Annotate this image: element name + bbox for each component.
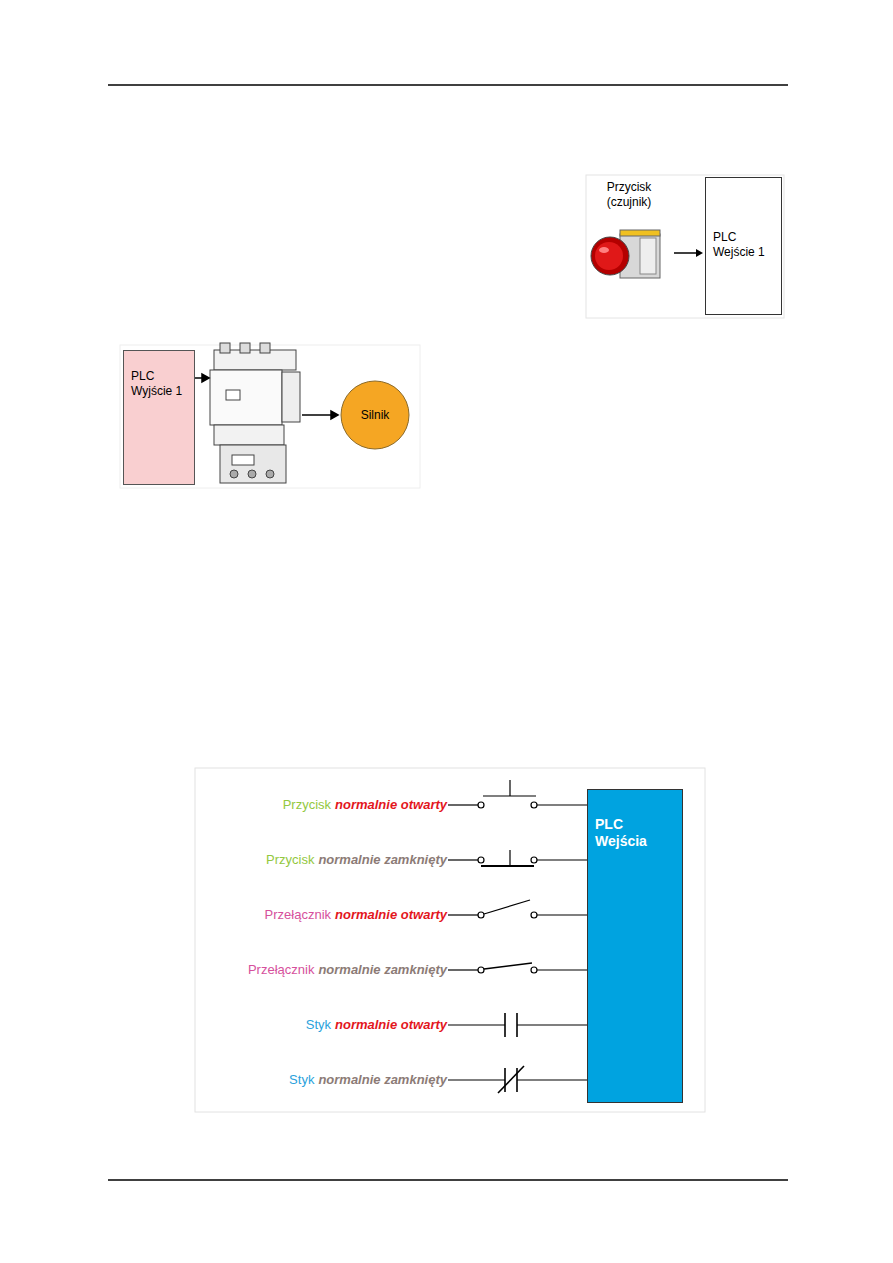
motor-circle: Silnik	[340, 380, 410, 450]
input-row-label: Przełącznik normalnie zamknięty	[248, 962, 447, 978]
button-cap	[595, 242, 623, 270]
node-label: PLC Wejście 1	[713, 230, 775, 260]
pushbutton-illustration	[590, 216, 668, 296]
input-row-label: Styk normalnie zamknięty	[289, 1072, 447, 1088]
header-rule	[108, 84, 788, 85]
contact-type: normalnie zamknięty	[318, 962, 447, 977]
contact-type: normalnie zamknięty	[318, 852, 447, 867]
pushbutton-sensor: Przycisk (czujnik)	[590, 180, 672, 310]
arrow-line	[674, 252, 697, 254]
contact-type: normalnie zamknięty	[318, 1072, 447, 1087]
nc-contact-symbol	[448, 1066, 588, 1093]
device-name: Przycisk	[266, 852, 314, 867]
plc-box: PLC Wejścia	[587, 789, 683, 1103]
input-row-label: Styk normalnie otwarty	[306, 1017, 447, 1033]
page-rules	[108, 85, 788, 1180]
device-name: Przycisk	[283, 797, 331, 812]
input-row-label: Przełącznik normalnie otwarty	[265, 907, 447, 923]
nc-switch-symbol	[448, 963, 588, 973]
node-label: Przycisk (czujnik)	[590, 180, 668, 210]
signal-arrow	[674, 249, 703, 257]
input-row-label: Przycisk normalnie zamknięty	[266, 852, 447, 868]
diagram-frame	[195, 768, 705, 1112]
plc-box: PLC Wyjście 1	[123, 350, 195, 485]
node-label: PLC Wejścia	[595, 816, 655, 850]
contactor-illustration	[210, 343, 300, 483]
input-symbols	[448, 780, 588, 1093]
image-frame	[120, 345, 420, 488]
no-pushbutton-symbol	[448, 780, 588, 808]
flow-arrows	[195, 374, 338, 419]
button-block	[640, 238, 656, 274]
contact-type: normalnie otwarty	[335, 797, 447, 812]
device-name: Przełącznik	[248, 962, 314, 977]
node-label: PLC Wyjście 1	[131, 369, 191, 399]
no-contact-symbol	[448, 1013, 588, 1037]
nc-pushbutton-symbol	[448, 850, 588, 866]
contact-type: normalnie otwarty	[335, 1017, 447, 1032]
plc-box: PLC Wejście 1	[705, 177, 782, 315]
contact-type: normalnie otwarty	[335, 907, 447, 922]
arrow-head	[696, 249, 703, 257]
no-switch-symbol	[448, 900, 588, 918]
node-label: Silnik	[361, 408, 390, 423]
image-frame	[586, 175, 784, 318]
footer-rule	[108, 1179, 788, 1180]
button-shine	[599, 247, 609, 253]
motor-circle-fill	[341, 381, 409, 449]
button-collar	[620, 230, 660, 236]
device-name: Styk	[306, 1017, 331, 1032]
button-bezel	[591, 237, 629, 275]
input-row-label: Przycisk normalnie otwarty	[283, 797, 447, 813]
device-name: Przełącznik	[265, 907, 331, 922]
device-name: Styk	[289, 1072, 314, 1087]
